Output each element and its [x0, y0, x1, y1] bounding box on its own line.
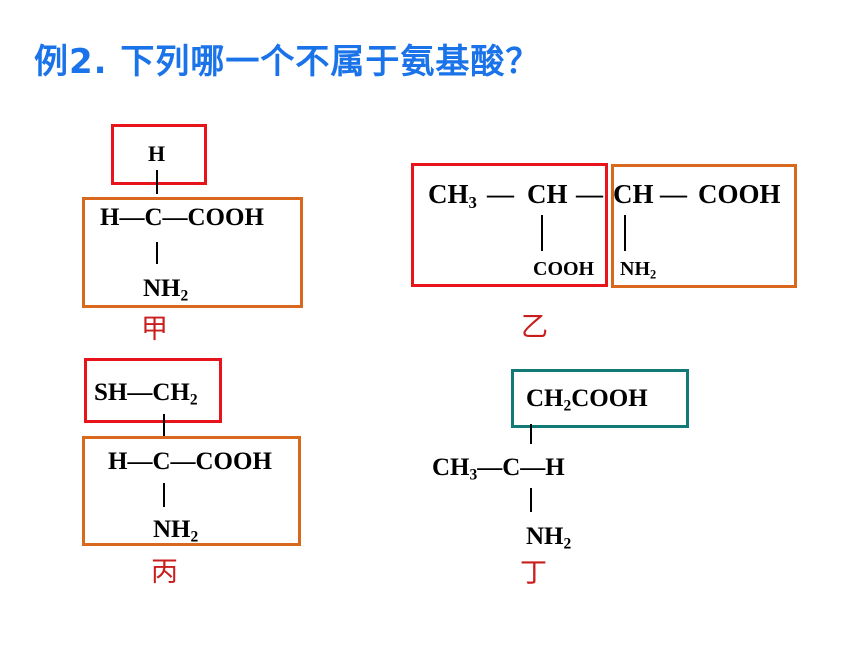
cooh-side-group: COOH: [533, 258, 595, 280]
amino-group: NH2: [153, 516, 199, 546]
main-chain: H—C—COOH: [100, 204, 264, 231]
bond-vertical: [541, 215, 543, 251]
bond-3: —: [660, 179, 687, 209]
ch2cooh-group: CH2COOH: [526, 385, 648, 415]
amino-acid-backbone-box: [82, 197, 303, 308]
amino-group: NH2: [620, 258, 657, 282]
bond-2: —: [576, 179, 603, 209]
main-chain: CH3—C—H: [432, 454, 565, 484]
label-yi: 乙: [521, 312, 548, 343]
ch3-group: CH3: [428, 179, 477, 213]
amino-acid-backbone-box: [82, 436, 301, 546]
ch-group-a: CH: [527, 179, 568, 209]
bond-vertical: [163, 414, 165, 438]
left-chain-box: [411, 163, 608, 287]
bond-vertical: [624, 215, 626, 251]
sh-group-box: [84, 358, 222, 423]
label-jia: 甲: [141, 314, 168, 345]
bond-1: —: [487, 179, 514, 209]
h-group-box: [111, 124, 207, 185]
ch2cooh-group-box: [511, 369, 689, 428]
bond-vertical: [530, 488, 532, 512]
h-atom-top: H: [148, 141, 166, 166]
label-bing: 丙: [151, 557, 178, 588]
page-title: 例2. 下列哪一个不属于氨基酸？: [34, 42, 541, 82]
amino-acid-box: [611, 164, 797, 288]
label-ding: 丁: [520, 558, 547, 589]
sh-ch2-group: SH—CH2: [94, 379, 198, 409]
amino-group: NH2: [143, 275, 189, 305]
cooh-group: COOH: [698, 179, 781, 209]
bond-vertical: [163, 483, 165, 507]
main-chain: H—C—COOH: [108, 448, 272, 475]
amino-group: NH2: [526, 523, 572, 553]
bond-vertical: [156, 170, 158, 194]
bond-vertical: [530, 424, 532, 444]
bond-vertical: [156, 242, 158, 264]
ch-group-b: CH: [613, 179, 654, 209]
